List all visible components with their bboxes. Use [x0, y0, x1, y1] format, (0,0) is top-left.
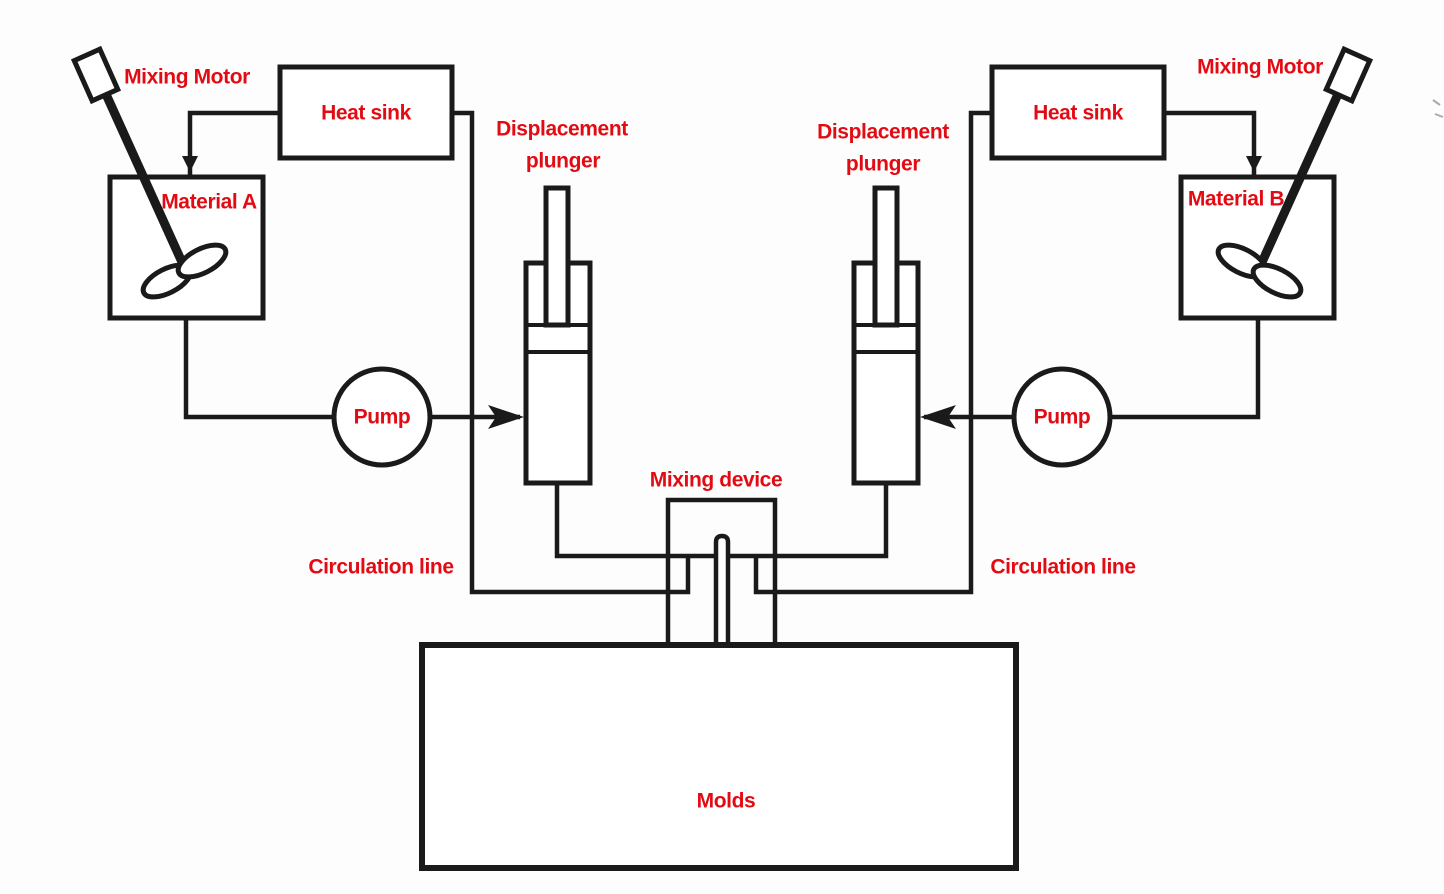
material-b-box — [1178, 174, 1337, 321]
circulation-line-right — [753, 110, 992, 595]
pump-label-right: Pump — [1034, 406, 1091, 429]
circulation-label-left: Circulation line — [308, 556, 453, 579]
material-b-label: Material B — [1188, 188, 1285, 211]
mixing-motor-icon-left — [70, 45, 122, 105]
down-arrow-icon-right — [1246, 156, 1262, 172]
heat-sink-label-left: Heat sink — [321, 102, 411, 125]
right-arrow-icon-left — [488, 405, 524, 429]
mixing-device-screw — [713, 533, 731, 649]
displacement-label-left-line2: plunger — [526, 150, 600, 173]
heat-sink-label-right: Heat sink — [1033, 102, 1123, 125]
left-arrow-icon-right — [920, 405, 956, 429]
displacement-label-left-line1: Displacement — [496, 118, 628, 141]
plunger-rod-right — [872, 185, 900, 328]
mixing-motor-label-right: Mixing Motor — [1197, 56, 1323, 79]
molds-label: Molds — [697, 790, 756, 813]
displacement-label-right-line2: plunger — [846, 153, 920, 176]
plunger-rod-left — [543, 185, 571, 328]
mixing-device-box — [665, 497, 778, 646]
circulation-line-left — [452, 110, 691, 595]
propeller-blade-left-2 — [175, 242, 229, 280]
pipe-material-a-to-pump — [183, 318, 334, 420]
plunger-cylinder-left — [523, 260, 593, 486]
molds-box — [419, 642, 1019, 871]
down-arrow-icon-left — [182, 156, 198, 172]
mixing-device-label: Mixing device — [650, 469, 783, 492]
displacement-label-right-line1: Displacement — [817, 121, 949, 144]
circulation-label-right: Circulation line — [990, 556, 1135, 579]
pipe-heatsink-to-material-b — [1164, 110, 1257, 177]
heat-sink-box-right — [989, 64, 1167, 161]
mixing-motor-label-left: Mixing Motor — [124, 66, 250, 89]
pipe-material-b-to-pump — [1110, 318, 1261, 420]
mixing-motor-icon-right — [1322, 45, 1374, 105]
propeller-blade-right-2 — [1250, 262, 1304, 300]
mixer-shaft-left — [100, 90, 191, 273]
artifact-mark — [1432, 99, 1444, 118]
pipe-heatsink-to-material-a — [187, 110, 280, 177]
pump-label-left: Pump — [354, 406, 411, 429]
mixer-shaft-right — [1253, 90, 1344, 273]
material-a-label: Material A — [161, 191, 257, 214]
